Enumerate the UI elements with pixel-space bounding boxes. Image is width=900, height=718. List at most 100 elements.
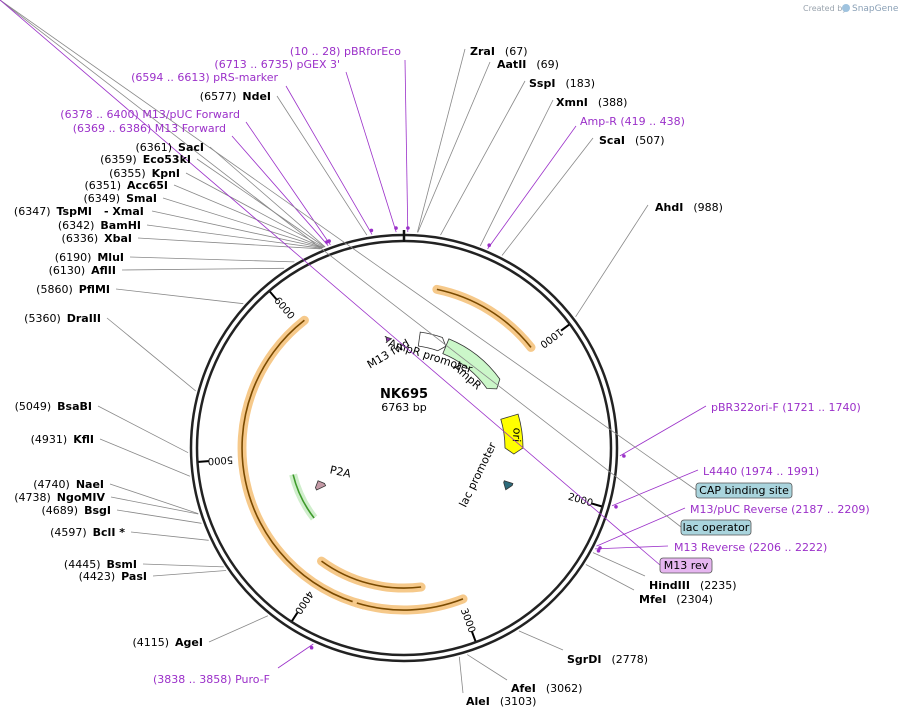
- backbone: [189, 230, 619, 663]
- site-pos-xbai: (6336): [62, 232, 99, 245]
- leader-afei: [466, 654, 508, 681]
- leader-aatii: [417, 61, 491, 233]
- leader-zrai: [417, 48, 466, 233]
- feature-label-ori: ori: [510, 427, 524, 442]
- primer-marker: [487, 243, 492, 247]
- leader-kfli: [99, 438, 191, 477]
- primer-name: pGEX 3': [296, 58, 340, 71]
- site-pos-smai: (6349): [84, 192, 121, 205]
- snapgene-brand: Created by SnapGene: [803, 4, 899, 14]
- leader-xbai: [137, 237, 321, 250]
- primer-label-m13-reverse: M13 Reverse (2206 .. 2222): [674, 541, 827, 554]
- primer-name: pRS-marker: [213, 71, 278, 84]
- site-name-hindiii: HindIII: [649, 579, 690, 592]
- site-pos-scai: (507): [635, 134, 665, 147]
- primer-label-pbrforeco: (10 .. 28) pBRforEco: [290, 45, 401, 58]
- leader-scai: [501, 137, 594, 256]
- leader-saci: [209, 146, 326, 248]
- site-pos-ngomiv: (4738): [14, 491, 51, 504]
- primer-leader-pbr322ori-f: [619, 405, 707, 457]
- primer-leader-puro-f: [277, 643, 314, 669]
- p2a-region-band: [289, 473, 318, 521]
- boxed-feature-m13-rev: [659, 557, 713, 574]
- site-pos-eco53ki: (6359): [100, 153, 137, 166]
- site-pos-acc65i: (6351): [84, 179, 121, 192]
- primer-name: M13/pUC Forward: [142, 108, 240, 121]
- site-name-mfei: MfeI: [639, 593, 666, 606]
- leader-mlui: [129, 256, 295, 263]
- site-pos-pflmi: (5860): [36, 283, 73, 296]
- box-leader-cap-binding-site: [0, 0, 697, 491]
- site-pos-ahdi: (988): [693, 201, 723, 214]
- primer-range: (6713 .. 6735): [214, 58, 293, 71]
- site-name-agei: AgeI: [175, 636, 203, 649]
- primer-leader-pbrforeco: [404, 59, 409, 233]
- primer-marker: [369, 228, 374, 233]
- site-pos-bamhi: (6342): [58, 219, 95, 232]
- site-name-aflii: AflII: [91, 264, 116, 277]
- ruler-tick: [269, 290, 278, 300]
- site-pos-ndei: (6577): [200, 90, 237, 103]
- site-name-bsmi: BsmI: [107, 558, 138, 571]
- ruler-tick-label: 3000: [458, 607, 477, 635]
- primer-range: M13/pUC Reverse: [690, 503, 788, 516]
- site-pos-bsgi: (4689): [42, 504, 79, 517]
- site-pos-afei: (3062): [546, 682, 583, 695]
- leader-agei: [208, 615, 269, 643]
- site-pos-mlui: (6190): [55, 251, 92, 264]
- site-name-sgrdi: SgrDI: [567, 653, 601, 666]
- orf-arcs: [237, 284, 536, 615]
- site-name-xbai: XbaI: [104, 232, 132, 245]
- primer-leader-m13-puc-reverse: [596, 507, 686, 547]
- primer-name: (2187 .. 2209): [791, 503, 870, 516]
- leader-sgrdi: [518, 630, 564, 651]
- ruler-tick: [471, 631, 477, 642]
- primer-leader-l4440: [611, 469, 699, 507]
- primer-range: Amp-R: [580, 115, 617, 128]
- leader-ndei: [276, 95, 368, 236]
- primer-marker: [325, 240, 329, 244]
- site-name-zrai: ZraI: [470, 45, 495, 58]
- brand-created-by: Created by: [803, 4, 847, 13]
- plasmid-size: 6763 bp: [381, 401, 426, 414]
- primer-range: (6594 .. 6613): [131, 71, 210, 84]
- site-pos-mfei: (2304): [676, 593, 713, 606]
- primer-label-prs-marker: (6594 .. 6613) pRS-marker: [131, 71, 278, 84]
- leader-draiii: [106, 317, 196, 392]
- box-leader-m13-rev: [0, 0, 661, 566]
- leader-aflii: [121, 267, 285, 271]
- site-pos-kpni: (6355): [109, 167, 146, 180]
- leader-naei: [109, 483, 199, 514]
- backbone-outer-strand: [189, 233, 619, 663]
- brand-app-name: SnapGene: [852, 4, 899, 14]
- primer-leader-prs-marker: [285, 85, 373, 235]
- primer-label-pgex-3: (6713 .. 6735) pGEX 3': [214, 58, 340, 71]
- primer-label-m13-puc-forward: (6378 .. 6400) M13/pUC Forward: [60, 108, 240, 121]
- leader-ngomiv: [110, 496, 199, 515]
- site-name-alei: AleI: [466, 695, 490, 708]
- primer-range: pBR322ori-F: [711, 401, 779, 414]
- leader-bamhi: [146, 224, 322, 249]
- box-leader-lac-operator: [0, 0, 682, 528]
- site-pos-aatii: (69): [536, 58, 559, 71]
- orf-arc-cds-left-band: [237, 315, 369, 610]
- primer-name: M13 Forward: [155, 122, 226, 135]
- primer-leader-m13-forward: [231, 135, 329, 246]
- site-pos-naei: (4740): [33, 478, 70, 491]
- site-name-naei: NaeI: [76, 478, 104, 491]
- site-name-bsabi: BsaBI: [57, 400, 92, 413]
- primer-marker: [614, 505, 618, 509]
- site-pos-draiii: (5360): [24, 312, 61, 325]
- boxed-feature-label-cap-binding-site: CAP binding site: [699, 484, 789, 497]
- site-pos-kfli: (4931): [31, 433, 68, 446]
- primer-leader-m13-puc-forward: [245, 121, 331, 246]
- primer-leader-m13-reverse: [594, 545, 669, 550]
- feature-lac-promoter: [503, 480, 514, 491]
- site-pos-aflii: (6130): [49, 264, 86, 277]
- site-name-ahdi: AhdI: [655, 201, 683, 214]
- site-name-sspi: SspI: [529, 77, 555, 90]
- leader-bcli: [130, 531, 209, 541]
- boxed-feature-label-m13-rev: M13 rev: [664, 559, 709, 572]
- leader-acc65i: [173, 184, 324, 248]
- primer-name: Puro-F: [235, 673, 270, 686]
